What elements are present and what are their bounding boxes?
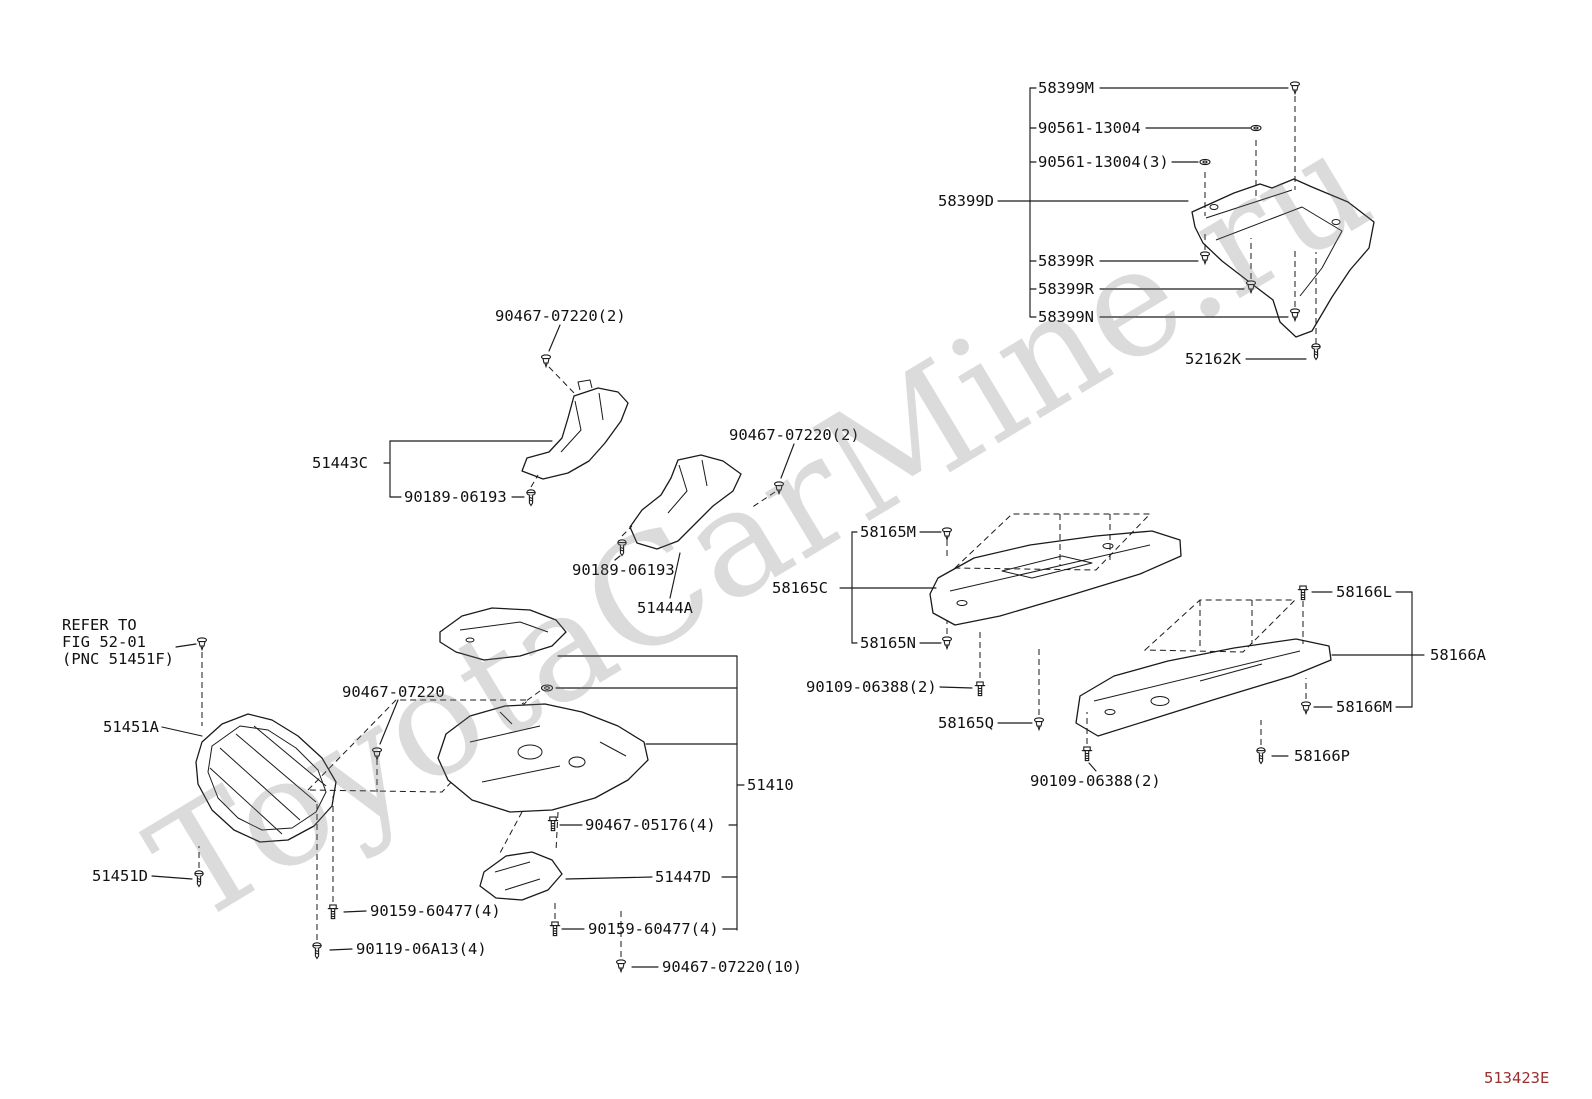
label-58399D: 58399D	[938, 192, 994, 210]
assembly-51443C	[383, 324, 629, 507]
label-58166A: 58166A	[1430, 646, 1486, 664]
label-51451D: 51451D	[92, 867, 148, 885]
label-90467-07220-c: 90467-07220	[342, 683, 445, 701]
label-90159-60477-4-b: 90159-60477(4)	[588, 920, 719, 938]
label-51451A: 51451A	[103, 718, 159, 736]
diagram-code: 513423E	[1484, 1069, 1550, 1087]
label-refer-line3: (PNC 51451F)	[62, 650, 174, 668]
label-90561-13004: 90561-13004	[1038, 119, 1141, 137]
label-51410: 51410	[747, 776, 794, 794]
part-drawing-51410	[437, 703, 649, 813]
label-90467-05176-4: 90467-05176(4)	[585, 816, 716, 834]
label-58399R-1: 58399R	[1038, 252, 1094, 270]
label-58165C: 58165C	[772, 579, 828, 597]
label-90467-07220-10: 90467-07220(10)	[662, 958, 802, 976]
label-58166M: 58166M	[1336, 698, 1392, 716]
part-drawing-51444A	[629, 454, 742, 550]
label-58399N: 58399N	[1038, 308, 1094, 326]
label-51444A: 51444A	[637, 599, 693, 617]
part-drawing-58165C	[929, 530, 1182, 626]
label-58165N: 58165N	[860, 634, 916, 652]
part-drawing-51451A	[195, 713, 337, 843]
assembly-58165	[839, 513, 1182, 731]
part-drawing-51447D	[479, 851, 563, 901]
label-51447D: 51447D	[655, 868, 711, 886]
label-58399R-2: 58399R	[1038, 280, 1094, 298]
assembly-51410	[437, 607, 745, 973]
label-90119-06A13-4: 90119-06A13(4)	[356, 940, 487, 958]
assembly-51444A	[614, 443, 795, 599]
label-90109-06388-2-b: 90109-06388(2)	[1030, 772, 1161, 790]
label-90109-06388-2-a: 90109-06388(2)	[806, 678, 937, 696]
label-refer-line2: FIG 52-01	[62, 633, 146, 651]
label-90159-60477-4-a: 90159-60477(4)	[370, 902, 501, 920]
label-90189-06193-a: 90189-06193	[404, 488, 507, 506]
label-90467-07220-2-b: 90467-07220(2)	[729, 426, 860, 444]
label-58166P: 58166P	[1294, 747, 1350, 765]
label-58165M: 58165M	[860, 523, 916, 541]
assembly-51451A	[151, 637, 530, 960]
assembly-58166	[1075, 585, 1425, 772]
part-drawing-58399D	[1191, 178, 1375, 338]
label-51443C: 51443C	[312, 454, 368, 472]
part-drawing-58166A	[1075, 638, 1332, 737]
label-58165Q: 58165Q	[938, 714, 994, 732]
label-90189-06193-b: 90189-06193	[572, 561, 675, 579]
label-58166L: 58166L	[1336, 583, 1392, 601]
label-90467-07220-2-a: 90467-07220(2)	[495, 307, 626, 325]
label-refer-line1: REFER TO	[62, 616, 137, 634]
label-58399M: 58399M	[1038, 79, 1094, 97]
part-drawing-insulator	[439, 607, 567, 661]
label-90561-13004-3: 90561-13004(3)	[1038, 153, 1169, 171]
assembly-58399	[997, 81, 1375, 361]
label-52162K: 52162K	[1185, 350, 1241, 368]
